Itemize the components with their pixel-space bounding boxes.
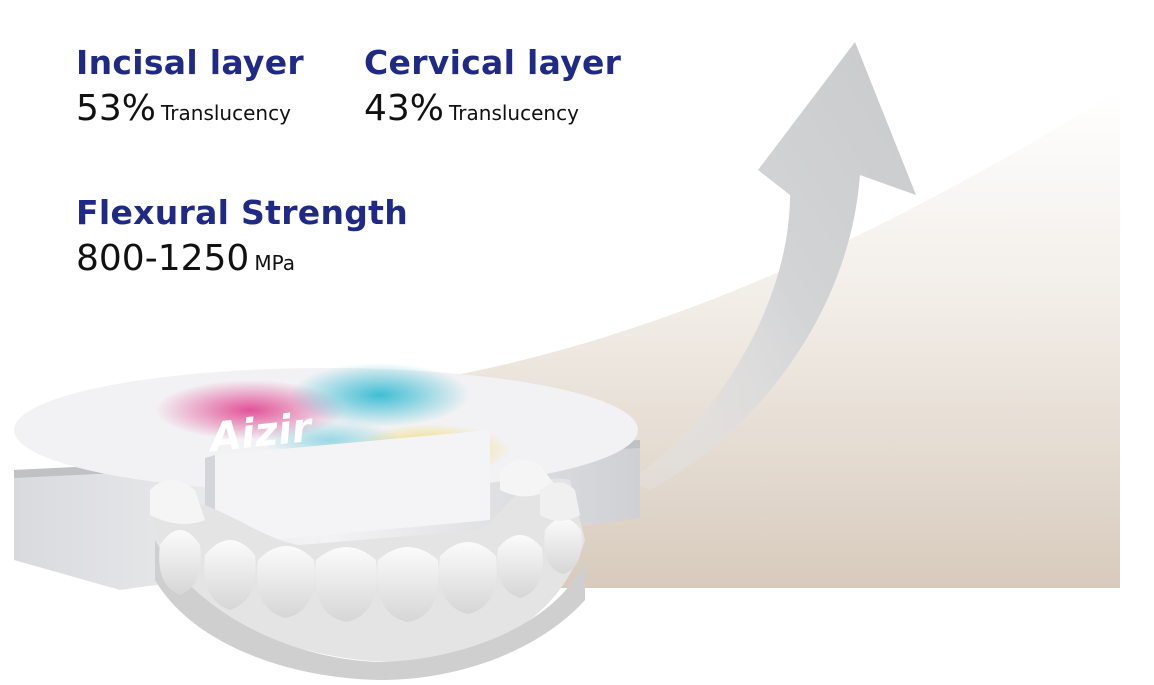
spec-unit: Translucency xyxy=(161,101,291,125)
spec-value: 53% xyxy=(76,88,157,129)
spec-title: Cervical layer xyxy=(364,43,622,82)
spec-unit: MPa xyxy=(254,251,296,275)
spec-value: 43% xyxy=(364,88,445,129)
spec-title: Flexural Strength xyxy=(76,193,409,232)
spec-title: Incisal layer xyxy=(76,43,304,82)
upward-curved-arrow xyxy=(630,42,916,490)
spec-cervical-layer: Cervical layer 43%Translucency xyxy=(364,43,621,137)
spec-incisal-layer: Incisal layer 53%Translucency xyxy=(76,43,304,137)
dental-arch xyxy=(150,459,585,680)
spec-unit: Translucency xyxy=(449,101,579,125)
disc-cutout-block xyxy=(215,430,490,545)
spec-value-row: 53%Translucency xyxy=(76,87,304,137)
spec-value-row: 43%Translucency xyxy=(364,87,621,137)
spec-value: 800-1250 xyxy=(76,238,250,279)
